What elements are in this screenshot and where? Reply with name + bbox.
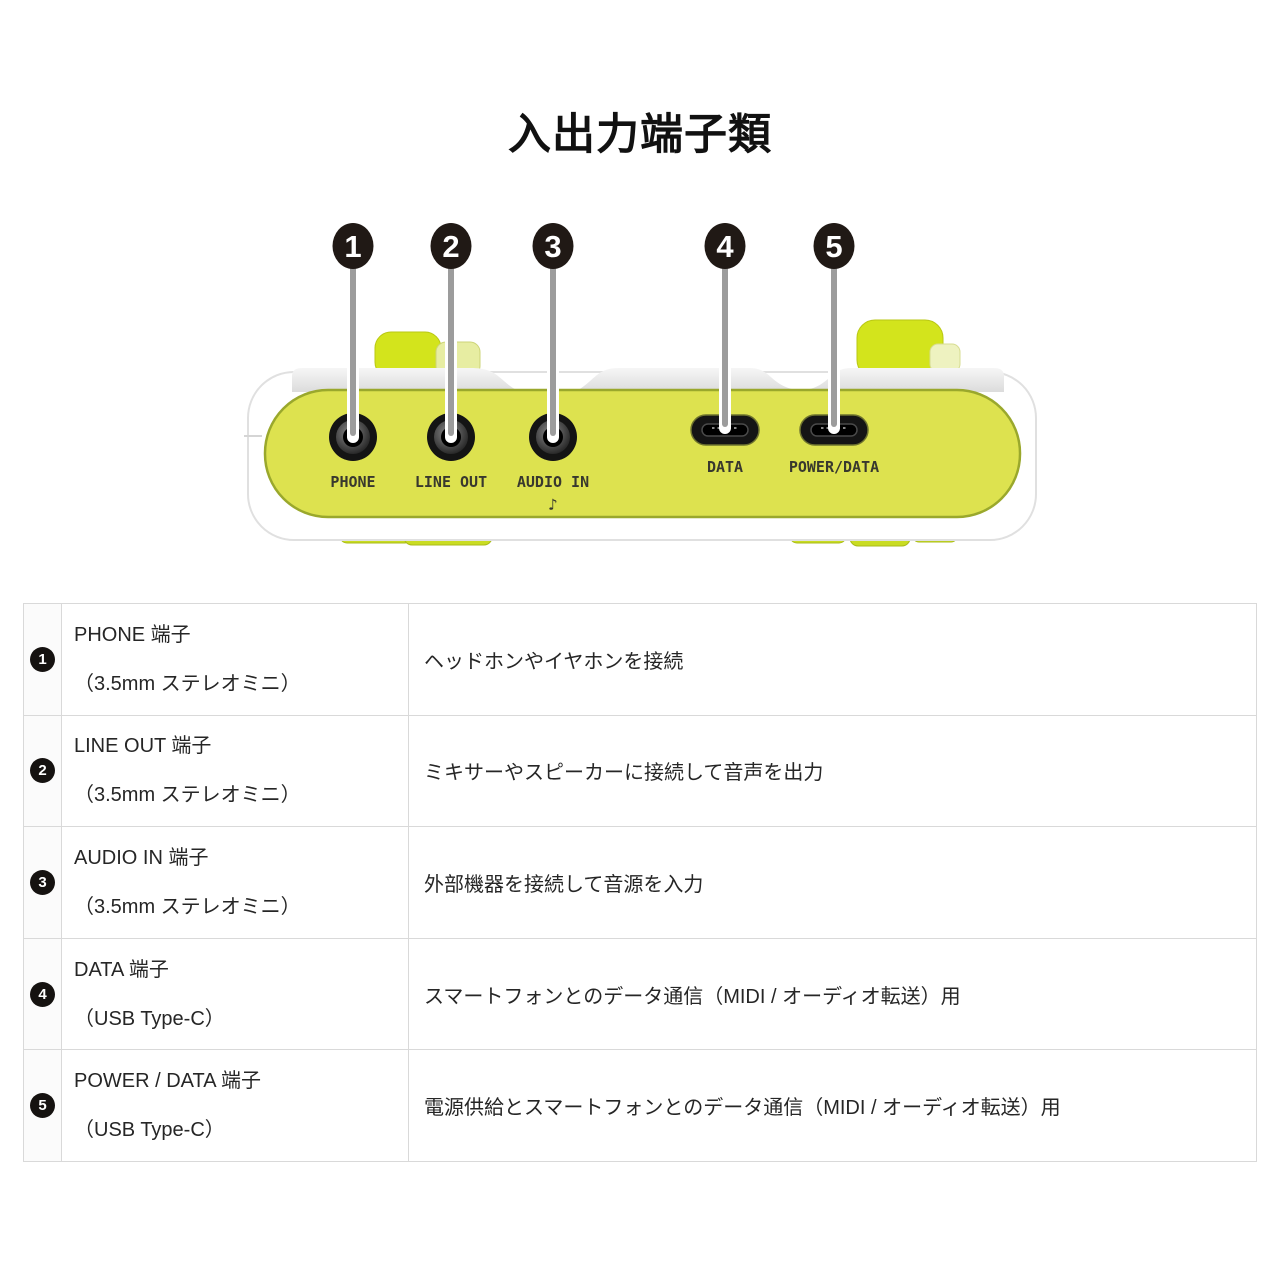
music-note-icon: ♪ <box>548 495 558 514</box>
port-name: PHONE 端子 <box>74 623 191 646</box>
table-badge-cell: 5 <box>23 1049 62 1162</box>
row-number-badge: 4 <box>30 981 55 1007</box>
port-name: LINE OUT 端子 <box>74 735 212 758</box>
table-row: 2 LINE OUT 端子 （3.5mm ステレオミニ） ミキサーやスピーカーに… <box>23 714 1257 828</box>
table-row: 1 PHONE 端子 （3.5mm ステレオミニ） ヘッドホンやイヤホンを接続 <box>23 603 1257 716</box>
audio-in-label: AUDIO IN <box>517 473 589 491</box>
port-name-cell: DATA 端子 （USB Type-C） <box>61 937 409 1051</box>
callout-3-number: 3 <box>544 229 561 264</box>
table-badge-cell: 2 <box>23 714 62 828</box>
port-spec: （3.5mm ステレオミニ） <box>74 895 301 918</box>
line-out-label: LINE OUT <box>415 473 487 491</box>
port-name: AUDIO IN 端子 <box>74 846 209 869</box>
table-row: 4 DATA 端子 （USB Type-C） スマートフォンとのデータ通信（MI… <box>23 937 1257 1051</box>
port-name: DATA 端子 <box>74 958 169 981</box>
top-knobs <box>374 319 961 379</box>
port-spec: （3.5mm ステレオミニ） <box>74 784 301 807</box>
row-number-badge: 3 <box>30 869 55 895</box>
callout-5-number: 5 <box>825 229 842 264</box>
row-number-badge: 1 <box>30 646 55 672</box>
table-badge-cell: 1 <box>23 603 62 716</box>
port-spec: （USB Type-C） <box>74 1119 225 1142</box>
table-badge-cell: 3 <box>23 826 62 939</box>
page-title: 入出力端子類 <box>508 111 772 159</box>
knob <box>929 343 961 373</box>
callout-2: 2 <box>430 223 472 269</box>
port-spec: （3.5mm ステレオミニ） <box>74 672 301 695</box>
port-spec: （USB Type-C） <box>74 1007 225 1030</box>
callout-4-number: 4 <box>716 229 734 264</box>
device-front-panel <box>263 388 1022 519</box>
leader-lines <box>347 247 840 443</box>
ports-table: 1 PHONE 端子 （3.5mm ステレオミニ） ヘッドホンやイヤホンを接続 … <box>23 603 1257 1162</box>
port-description: スマートフォンとのデータ通信（MIDI / オーディオ転送）用 <box>408 937 1257 1051</box>
port-description: 外部機器を接続して音源を入力 <box>408 826 1257 939</box>
port-name-cell: AUDIO IN 端子 （3.5mm ステレオミニ） <box>61 826 409 939</box>
callout-4: 4 <box>704 223 746 269</box>
power-data-label: POWER/DATA <box>789 458 879 476</box>
phone-label: PHONE <box>330 473 375 491</box>
port-description: 電源供給とスマートフォンとのデータ通信（MIDI / オーディオ転送）用 <box>408 1049 1257 1162</box>
port-description: ミキサーやスピーカーに接続して音声を出力 <box>408 714 1257 828</box>
table-row: 5 POWER / DATA 端子 （USB Type-C） 電源供給とスマート… <box>23 1049 1257 1162</box>
port-name-cell: PHONE 端子 （3.5mm ステレオミニ） <box>61 603 409 716</box>
row-number-badge: 2 <box>30 758 55 784</box>
port-name: POWER / DATA 端子 <box>74 1070 262 1093</box>
device-io-diagram: PHONE LINE OUT AUDIO IN ♪ DATA POWER/DAT… <box>244 223 1037 547</box>
callout-3: 3 <box>532 223 574 269</box>
port-description: ヘッドホンやイヤホンを接続 <box>408 603 1257 716</box>
table-badge-cell: 4 <box>23 937 62 1051</box>
table-row: 3 AUDIO IN 端子 （3.5mm ステレオミニ） 外部機器を接続して音源… <box>23 826 1257 939</box>
data-label: DATA <box>707 458 743 476</box>
port-name-cell: LINE OUT 端子 （3.5mm ステレオミニ） <box>61 714 409 828</box>
callout-1-number: 1 <box>344 229 361 264</box>
callout-2-number: 2 <box>442 229 459 264</box>
port-name-cell: POWER / DATA 端子 （USB Type-C） <box>61 1049 409 1162</box>
callout-5: 5 <box>813 223 855 269</box>
row-number-badge: 5 <box>30 1093 55 1119</box>
callout-1: 1 <box>332 223 374 269</box>
